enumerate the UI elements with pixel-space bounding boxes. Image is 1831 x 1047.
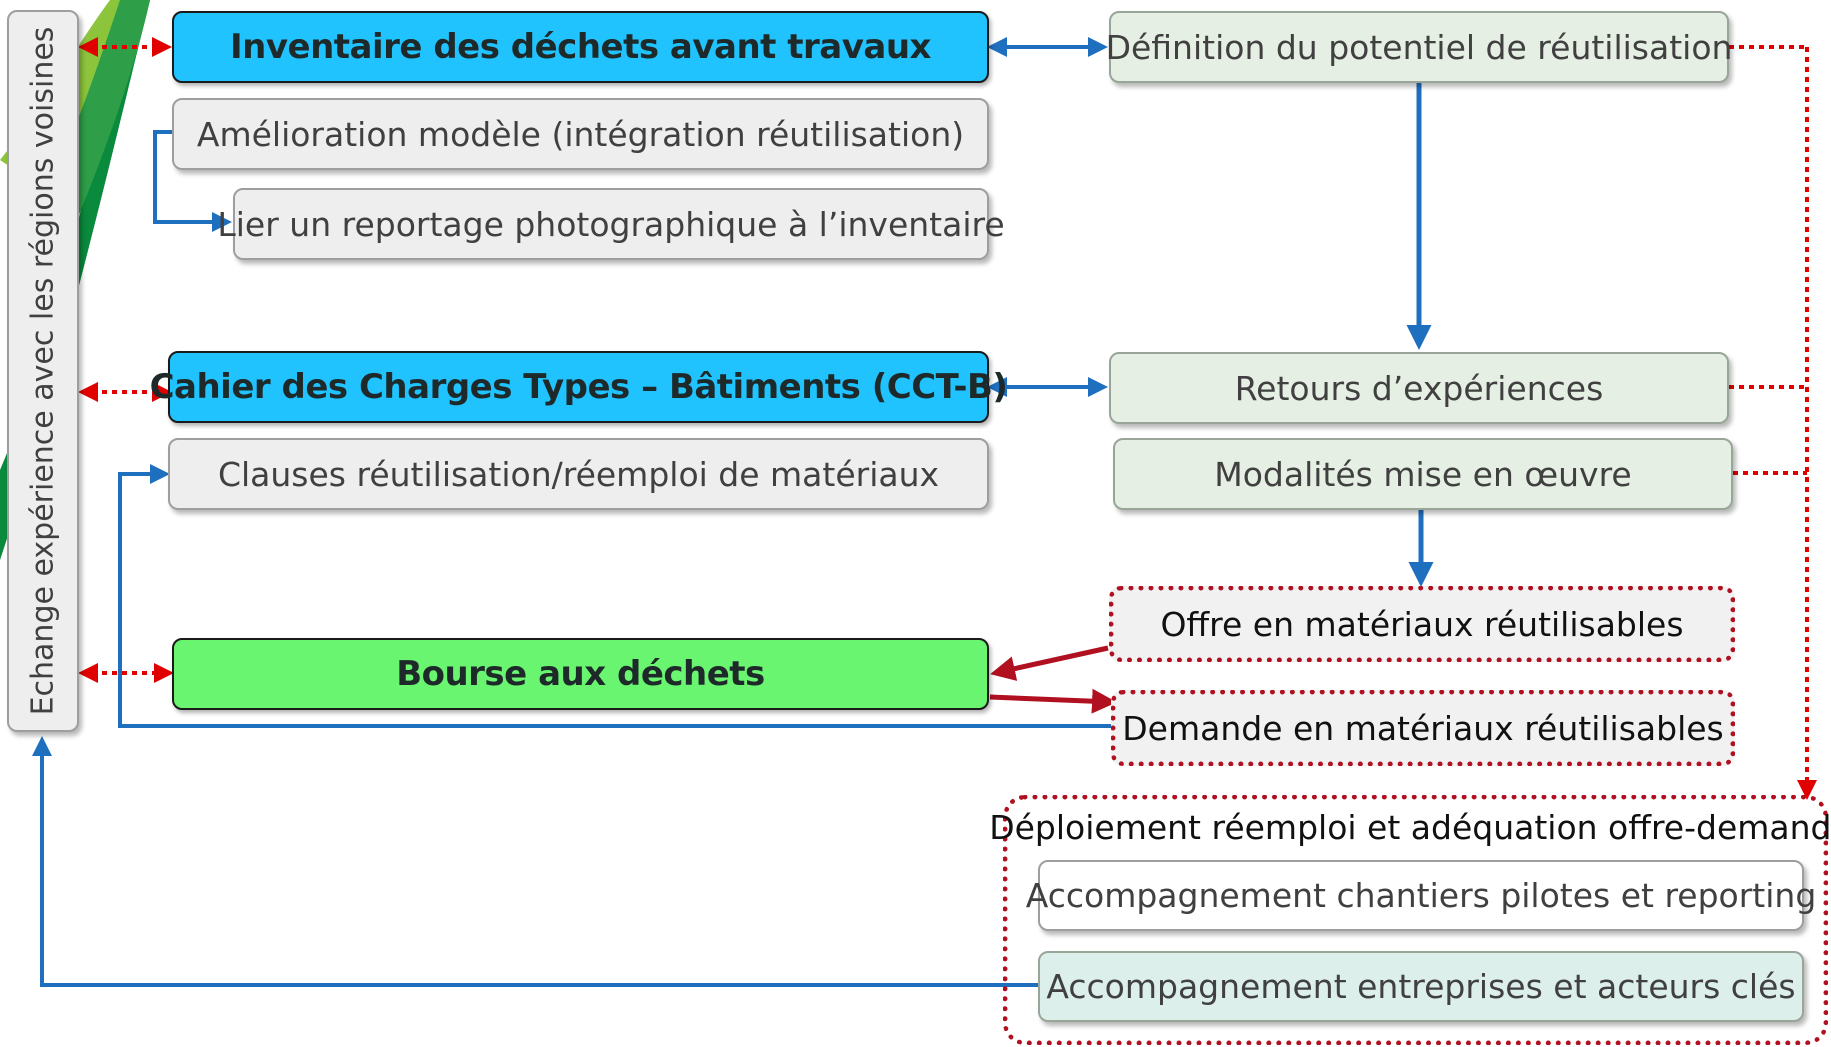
companies-label: Accompagnement entreprises et acteurs cl… [1046, 967, 1796, 1006]
companies-side-arrow [32, 736, 1038, 987]
clauses-label: Clauses réutilisation/réemploi de matéri… [217, 454, 940, 494]
clauses-box[interactable]: Clauses réutilisation/réemploi de matéri… [168, 438, 989, 510]
side-label: Echange expérience avec les régions vois… [25, 26, 61, 716]
inventory-title-box[interactable]: Inventaire des déchets avant travaux [172, 11, 989, 83]
side-label-box: Echange expérience avec les régions vois… [7, 10, 79, 732]
demand-label: Demande en matériaux réutilisables [1122, 708, 1724, 748]
cct-title: Cahier des Charges Types – Bâtiments (CC… [149, 367, 1008, 407]
photo-report-label: Lier un reportage photographique à l’inv… [217, 204, 1005, 244]
model-improvement-box[interactable]: Amélioration modèle (intégration réutili… [172, 98, 989, 170]
pilot-box[interactable]: Accompagnement chantiers pilotes et repo… [1026, 860, 1816, 931]
photo-report-box[interactable]: Lier un reportage photographique à l’inv… [217, 188, 1005, 260]
modalities-label: Modalités mise en œuvre [1214, 454, 1632, 494]
demand-clauses-arrow [118, 464, 1112, 728]
deployment-title: Déploiement réemploi et adéquation offre… [989, 807, 1831, 847]
exchange-demand-arrow [989, 688, 1117, 714]
cct-title-box[interactable]: Cahier des Charges Types – Bâtiments (CC… [150, 351, 1008, 423]
exchange-title-box[interactable]: Bourse aux déchets [172, 638, 989, 710]
offer-exchange-arrow [990, 645, 1109, 681]
companies-box[interactable]: Accompagnement entreprises et acteurs cl… [1038, 951, 1804, 1022]
modalities-box[interactable]: Modalités mise en œuvre [1113, 438, 1733, 510]
offer-box[interactable]: Offre en matériaux réutilisables [1109, 586, 1735, 662]
offer-label: Offre en matériaux réutilisables [1160, 604, 1684, 644]
feedback-box[interactable]: Retours d’expériences [1109, 352, 1729, 424]
inventory-title: Inventaire des déchets avant travaux [230, 27, 931, 67]
model-improvement-label: Amélioration modèle (intégration réutili… [196, 114, 965, 154]
potential-box[interactable]: Définition du potentiel de réutilisation [1106, 11, 1732, 83]
model-photo-arrow [153, 130, 232, 232]
deployment-container [1003, 795, 1828, 1045]
demand-box[interactable]: Demande en matériaux réutilisables [1111, 690, 1735, 766]
pilot-label: Accompagnement chantiers pilotes et repo… [1025, 876, 1817, 915]
potential-label: Définition du potentiel de réutilisation [1105, 27, 1733, 67]
exchange-title: Bourse aux déchets [396, 654, 765, 694]
feedback-label: Retours d’expériences [1234, 368, 1604, 408]
